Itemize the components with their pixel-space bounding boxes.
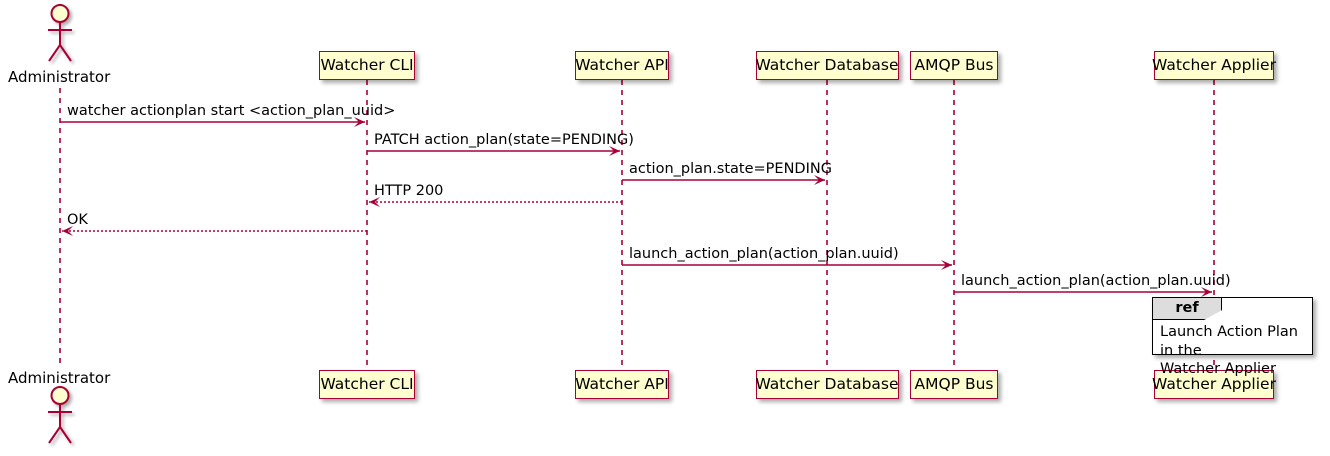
actor-figure-top-leg-right	[59, 44, 72, 62]
ref-fragment-text: Launch Action Plan in the Watcher Applie…	[1160, 324, 1298, 378]
participant-box-cli-top[interactable]: Watcher CLI	[319, 51, 415, 80]
participant-box-api-top[interactable]: Watcher API	[575, 51, 669, 80]
actor-figure-bottom-leg-right	[59, 426, 72, 444]
participant-label-cli: Watcher CLI	[320, 374, 414, 393]
participant-label-applier: Watcher Applier	[1152, 374, 1276, 393]
participant-box-applier-bottom[interactable]: Watcher Applier	[1152, 370, 1276, 399]
participant-box-db-top[interactable]: Watcher Database	[755, 51, 899, 80]
participant-label-api: Watcher API	[575, 374, 669, 393]
message-arrowhead-3	[814, 175, 825, 185]
participant-label-db: Watcher Database	[755, 374, 899, 393]
message-label-7: launch_action_plan(action_plan.uuid)	[961, 273, 1231, 289]
message-label-5: OK	[67, 212, 88, 228]
participant-label-amqp: AMQP Bus	[914, 55, 994, 74]
participant-box-cli-bottom[interactable]: Watcher CLI	[319, 370, 415, 399]
actor-figure-top-leg-left	[48, 44, 61, 62]
actor-label-top: Administrator	[8, 68, 111, 86]
participant-box-applier-top[interactable]: Watcher Applier	[1152, 51, 1276, 80]
participant-label-amqp: AMQP Bus	[914, 374, 994, 393]
participant-box-api-bottom[interactable]: Watcher API	[575, 370, 669, 399]
participant-box-db-bottom[interactable]: Watcher Database	[755, 370, 899, 399]
message-label-3: action_plan.state=PENDING	[629, 161, 832, 177]
message-arrowhead-7	[1201, 287, 1212, 297]
message-arrowhead-4	[369, 197, 380, 207]
message-label-6: launch_action_plan(action_plan.uuid)	[629, 246, 899, 262]
actor-figure-bottom	[48, 386, 72, 444]
participant-label-api: Watcher API	[575, 55, 669, 74]
message-arrowhead-5	[62, 226, 73, 236]
participant-box-amqp-top[interactable]: AMQP Bus	[910, 51, 998, 80]
participant-box-amqp-bottom[interactable]: AMQP Bus	[910, 370, 998, 399]
actor-figure-bottom-leg-left	[48, 426, 61, 444]
message-arrowhead-6	[941, 260, 952, 270]
actor-figure-top	[48, 4, 72, 62]
actor-figure-top-head	[50, 4, 70, 23]
participant-label-cli: Watcher CLI	[320, 55, 414, 74]
ref-fragment-tag: ref	[1153, 298, 1222, 320]
message-label-1: watcher actionplan start <action_plan_uu…	[67, 103, 396, 119]
actor-label-bottom: Administrator	[8, 369, 111, 387]
participant-label-applier: Watcher Applier	[1152, 55, 1276, 74]
message-label-2: PATCH action_plan(state=PENDING)	[374, 132, 634, 148]
message-arrowhead-2	[609, 146, 620, 156]
participant-label-db: Watcher Database	[755, 55, 899, 74]
actor-figure-bottom-head	[50, 386, 70, 405]
message-arrowhead-1	[354, 117, 365, 127]
message-label-4: HTTP 200	[374, 183, 444, 199]
